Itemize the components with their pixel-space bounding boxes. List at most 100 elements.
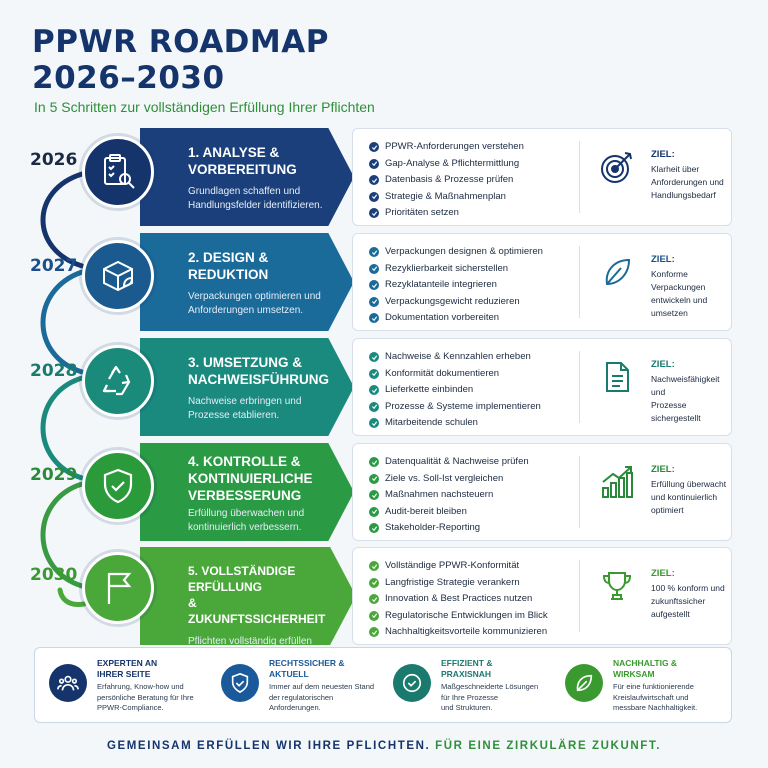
step-card: PPWR-Anforderungen verstehen Gap-Analyse…: [352, 128, 732, 226]
list-item: Verpackungen designen & optimieren: [369, 244, 579, 261]
feature-text: Erfahrung, Know-how und persönliche Bera…: [97, 682, 194, 712]
goal-text: Klarheit über Anforderungen und Handlung…: [651, 164, 724, 200]
feature-experts: EXPERTEN AN IHRER SEITE Erfahrung, Know-…: [49, 658, 219, 714]
list-item: Lieferkette einbinden: [369, 382, 579, 399]
check-icon: [369, 175, 379, 186]
step-year: 2026: [30, 150, 78, 170]
list-item: Regulatorische Entwicklungen im Blick: [369, 608, 579, 625]
goal-text: 100 % konform und zukunftssicher aufgest…: [651, 583, 725, 619]
list-item: Langfristige Strategie verankern: [369, 575, 579, 592]
step-goal: ZIEL: Erfüllung überwacht und kontinuier…: [651, 464, 731, 517]
list-item: Datenqualität & Nachweise prüfen: [369, 454, 579, 471]
leaf-icon: [565, 664, 603, 702]
step-description: Erfüllung überwachen und kontinuierlich …: [188, 508, 305, 533]
list-item: Ziele vs. Soll-Ist vergleichen: [369, 471, 579, 488]
step-description: Pflichten vollständig erfüllen und künft…: [188, 636, 312, 647]
step-banner: 2. DESIGN & REDUKTION Verpackungen optim…: [140, 233, 354, 331]
step-banner: 5. VOLLSTÄNDIGE ERFÜLLUNG & ZUKUNFTSSICH…: [140, 547, 356, 645]
step-checklist: PPWR-Anforderungen verstehen Gap-Analyse…: [369, 139, 579, 222]
list-item: Maßnahmen nachsteuern: [369, 487, 579, 504]
team-icon: [49, 664, 87, 702]
step-year: 2029: [30, 465, 78, 485]
list-item: Rezyklatanteile integrieren: [369, 277, 579, 294]
step-checklist: Vollständige PPWR-Konformität Langfristi…: [369, 558, 579, 641]
list-item: Vollständige PPWR-Konformität: [369, 558, 579, 575]
check-icon: [369, 418, 379, 429]
goal-label: ZIEL:: [651, 359, 675, 370]
list-item: Mitarbeitende schulen: [369, 415, 579, 432]
check-icon: [369, 506, 379, 517]
step-year: 2028: [30, 361, 78, 381]
step-card: Verpackungen designen & optimieren Rezyk…: [352, 233, 732, 331]
check-icon: [369, 523, 379, 534]
list-item: Stakeholder-Reporting: [369, 520, 579, 537]
divider: [579, 141, 580, 213]
step-title: 3. UMSETZUNG & NACHWEISFÜHRUNG: [188, 355, 329, 387]
step-goal: ZIEL: Konforme Verpackungen entwickeln u…: [651, 254, 731, 320]
shield-check-icon: [82, 450, 154, 522]
list-item: Strategie & Maßnahmenplan: [369, 189, 579, 206]
list-item: Nachhaltigkeitsvorteile kommunizieren: [369, 624, 579, 641]
check-icon: [369, 610, 379, 621]
goal-label: ZIEL:: [651, 149, 675, 160]
growth-chart-icon: [602, 466, 633, 498]
step-checklist: Datenqualität & Nachweise prüfen Ziele v…: [369, 454, 579, 537]
divider: [579, 246, 580, 318]
feature-text: Immer auf dem neuesten Stand der regulat…: [269, 682, 375, 712]
step-year: 2027: [30, 256, 78, 276]
check-icon: [369, 158, 379, 169]
step-title: 4. KONTROLLE & KONTINUIERLICHE VERBESSER…: [188, 454, 313, 503]
check-icon: [369, 208, 379, 219]
feature-title: EXPERTEN AN IHRER SEITE: [97, 658, 158, 679]
list-item: Nachweise & Kennzahlen erheben: [369, 349, 579, 366]
check-icon: [369, 627, 379, 638]
check-icon: [369, 313, 379, 324]
step-card: Nachweise & Kennzahlen erheben Konformit…: [352, 338, 732, 436]
check-icon: [369, 280, 379, 291]
box-leaf-icon: [82, 240, 154, 312]
check-icon: [369, 490, 379, 501]
check-icon: [369, 368, 379, 379]
list-item: Audit-bereit bleiben: [369, 504, 579, 521]
check-icon: [369, 385, 379, 396]
step-title: 2. DESIGN & REDUKTION: [188, 250, 269, 282]
page-title: PPWR ROADMAP 2026–2030: [32, 24, 329, 96]
slogan-part-1: GEMEINSAM ERFÜLLEN WIR IHRE PFLICHTEN.: [106, 740, 431, 752]
feature-legal: RECHTSSICHER & AKTUELL Immer auf dem neu…: [221, 658, 391, 714]
clipboard-search-icon: [82, 136, 154, 208]
recycle-icon: [82, 345, 154, 417]
step-title: 5. VOLLSTÄNDIGE ERFÜLLUNG & ZUKUNFTSSICH…: [188, 564, 326, 626]
check-icon: [369, 352, 379, 363]
check-icon: [369, 473, 379, 484]
title-line-2: 2026–2030: [32, 60, 225, 96]
check-circle-icon: [393, 664, 431, 702]
goal-label: ZIEL:: [651, 464, 675, 475]
flag-icon: [82, 552, 154, 624]
step-card: Vollständige PPWR-Konformität Langfristi…: [352, 547, 732, 645]
step-banner: 1. ANALYSE & VORBEREITUNG Grundlagen sch…: [140, 128, 354, 226]
divider: [579, 351, 580, 423]
step-banner: 3. UMSETZUNG & NACHWEISFÜHRUNG Nachweise…: [140, 338, 354, 436]
slogan-part-2: FÜR EINE ZIRKULÄRE ZUKUNFT.: [430, 740, 662, 752]
goal-label: ZIEL:: [651, 568, 675, 579]
check-icon: [369, 263, 379, 274]
list-item: Verpackungsgewicht reduzieren: [369, 294, 579, 311]
list-item: Innovation & Best Practices nutzen: [369, 591, 579, 608]
step-year: 2030: [30, 565, 78, 585]
title-line-1: PPWR ROADMAP: [32, 24, 329, 60]
feature-efficient: EFFIZIENT & PRAXISNAH Maßgeschneiderte L…: [393, 658, 563, 714]
check-icon: [369, 247, 379, 258]
step-goal: ZIEL: Nachweisfähigkeit und Prozesse sic…: [651, 359, 731, 425]
feature-text: Für eine funktionierende Kreislaufwirtsc…: [613, 682, 698, 712]
step-title: 1. ANALYSE & VORBEREITUNG: [188, 145, 297, 177]
page-subtitle: In 5 Schritten zur vollständigen Erfüllu…: [34, 99, 375, 115]
features-panel: EXPERTEN AN IHRER SEITE Erfahrung, Know-…: [34, 647, 732, 723]
leaf-icon: [605, 258, 631, 286]
feature-sustainable: NACHHALTIG & WIRKSAM Für eine funktionie…: [565, 658, 735, 714]
list-item: Gap-Analyse & Pflichtermittlung: [369, 156, 579, 173]
feature-text: Maßgeschneiderte Lösungen für Ihre Proze…: [441, 682, 539, 712]
check-icon: [369, 577, 379, 588]
check-icon: [369, 401, 379, 412]
trophy-icon: [602, 572, 632, 600]
check-icon: [369, 561, 379, 572]
